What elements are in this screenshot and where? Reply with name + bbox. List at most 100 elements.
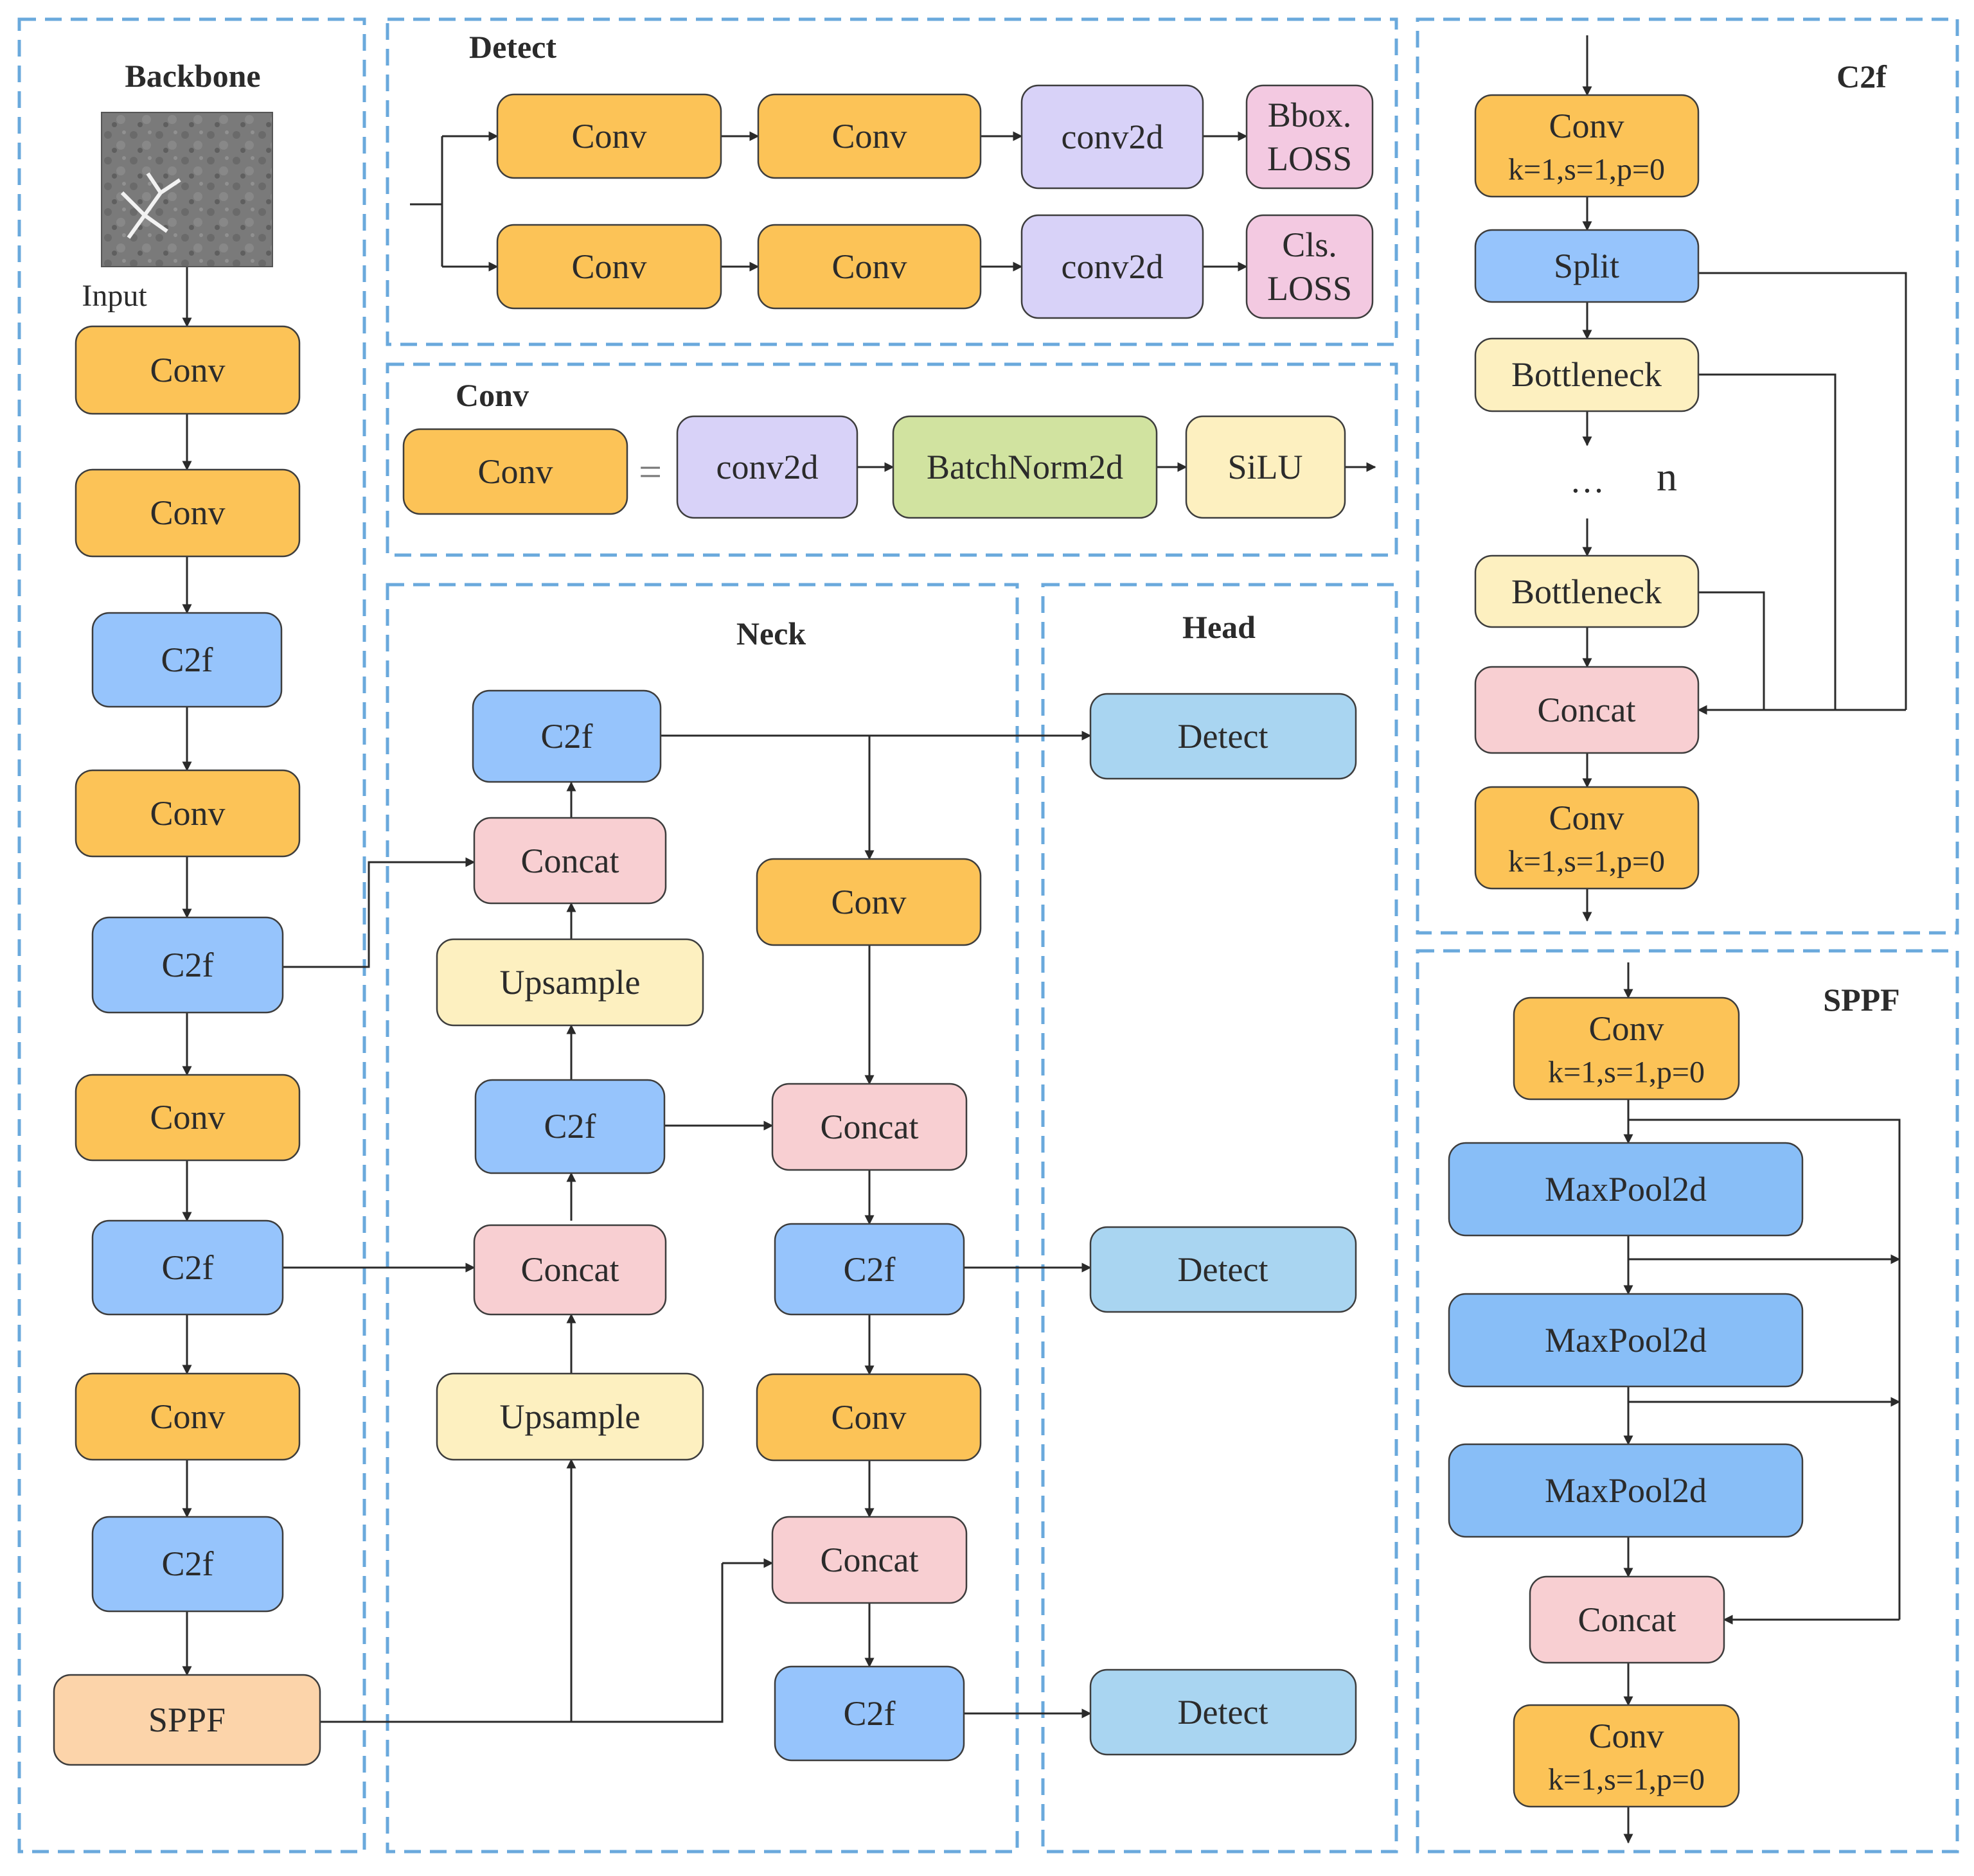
conv-block: Conv = conv2d BatchNorm2d SiLU — [402, 415, 1346, 519]
conv-title: Conv — [456, 377, 529, 413]
neck-c2f-mid-label: C2f — [544, 1107, 596, 1146]
conv-block-equals: = — [639, 449, 662, 495]
neck-concat-right-lower — [771, 1516, 968, 1604]
neck-c2f-mid — [474, 1079, 666, 1174]
c2f-split-label: Split — [1554, 247, 1619, 285]
backbone-title: Backbone — [125, 58, 260, 94]
c2f-concat-label: Concat — [1538, 691, 1636, 729]
conv-block-silu — [1185, 415, 1346, 519]
sppf-maxpool-2 — [1448, 1293, 1804, 1388]
detect-conv-2a — [496, 224, 722, 310]
input-image — [101, 112, 273, 267]
sppf-block: Conv k=1,s=1,p=0 MaxPool2d MaxPool2d Max… — [1448, 996, 1804, 1808]
c2f-bottleneck-1-label: Bottleneck — [1511, 355, 1662, 394]
neck-upsample-upper-label: Upsample — [500, 963, 641, 1002]
backbone-sppf — [53, 1674, 321, 1766]
conv-block-lhs — [402, 428, 628, 515]
c2f-conv-bottom-label: Conv — [1549, 799, 1624, 837]
backbone-c2f-2 — [91, 916, 284, 1014]
neck-upsample-lower-label: Upsample — [500, 1397, 641, 1436]
neck-c2f-right-mid — [774, 1223, 965, 1316]
c2f-ellipsis: … — [1570, 461, 1605, 500]
sppf-maxpool-3 — [1448, 1443, 1804, 1538]
sppf-title: SPPF — [1823, 982, 1899, 1018]
backbone-c2f-1 — [91, 612, 283, 708]
neck-conv-lower — [756, 1373, 982, 1462]
cls-loss-label-1: Cls. — [1282, 226, 1337, 264]
neck-c2f-right-mid-label: C2f — [844, 1250, 896, 1289]
backbone-column: Input Conv Conv C2f Conv C2f Conv C2f Co… — [53, 112, 321, 1766]
neck-concat-upper — [473, 817, 667, 905]
detect-conv-1b-label: Conv — [831, 117, 907, 155]
detect-conv-2a-label: Conv — [571, 247, 646, 286]
sppf-concat-label: Concat — [1578, 1600, 1676, 1639]
neck-concat-right-upper — [771, 1083, 968, 1171]
conv-block-silu-label: SiLU — [1227, 448, 1303, 486]
input-image-crystal — [120, 172, 181, 239]
backbone-conv-3 — [75, 769, 301, 858]
bbox-loss-label-2: LOSS — [1267, 139, 1352, 178]
head-detect-3-label: Detect — [1178, 1693, 1268, 1731]
backbone-conv-4-label: Conv — [150, 1098, 225, 1137]
bbox-loss-label-1: Bbox. — [1268, 96, 1352, 134]
detect-title: Detect — [469, 29, 556, 65]
head-column: Detect Detect Detect — [1089, 693, 1357, 1756]
detect-conv-2b-label: Conv — [831, 247, 907, 286]
backbone-conv-2 — [75, 468, 301, 558]
c2f-repeat-n: n — [1657, 454, 1677, 500]
detect-block: Conv Conv conv2d Bbox. LOSS Conv Conv co… — [496, 84, 1374, 319]
detect-conv2d-2 — [1020, 214, 1204, 319]
conv-block-batchnorm — [892, 415, 1158, 519]
sppf-maxpool-2-label: MaxPool2d — [1545, 1321, 1707, 1359]
c2f-conv-top-params: k=1,s=1,p=0 — [1508, 153, 1665, 187]
head-detect-1 — [1089, 693, 1357, 780]
sppf-conv-bottom — [1513, 1704, 1740, 1808]
backbone-conv-5 — [75, 1372, 301, 1461]
bbox-loss — [1245, 84, 1374, 190]
sppf-conv-top-params: k=1,s=1,p=0 — [1548, 1056, 1705, 1090]
backbone-conv-3-label: Conv — [150, 794, 225, 833]
sppf-region — [1416, 949, 1959, 1854]
sppf-conv-top — [1513, 996, 1740, 1101]
sppf-maxpool-1-label: MaxPool2d — [1545, 1170, 1707, 1208]
c2f-region — [1416, 17, 1959, 935]
c2f-concat — [1474, 666, 1700, 754]
backbone-conv-4 — [75, 1074, 301, 1162]
head-detect-3 — [1089, 1668, 1357, 1756]
cls-loss-label-2: LOSS — [1267, 269, 1352, 308]
detect-conv-1a — [496, 93, 722, 179]
detect-conv-2b — [757, 224, 982, 310]
neck-conv-upper — [756, 858, 982, 946]
conv-block-conv2d-label: conv2d — [716, 448, 819, 486]
sppf-maxpool-1 — [1448, 1142, 1804, 1237]
cls-loss — [1245, 214, 1374, 319]
head-region — [1041, 583, 1398, 1854]
neck-c2f-right-bottom-label: C2f — [844, 1694, 896, 1733]
backbone-c2f-4-label: C2f — [162, 1544, 214, 1583]
neck-concat-lower-label: Concat — [521, 1250, 619, 1289]
detect-conv2d-1-label: conv2d — [1062, 118, 1164, 156]
c2f-conv-top-label: Conv — [1549, 107, 1624, 145]
detect-conv-1b — [757, 93, 982, 179]
conv-block-conv2d — [676, 415, 858, 519]
backbone-sppf-label: SPPF — [148, 1701, 226, 1739]
detect-region — [386, 17, 1398, 346]
neck-concat-upper-label: Concat — [521, 842, 619, 880]
backbone-conv-5-label: Conv — [150, 1397, 225, 1436]
neck-concat-lower — [473, 1224, 667, 1316]
sppf-conv-bottom-params: k=1,s=1,p=0 — [1548, 1763, 1705, 1797]
neck-conv-lower-label: Conv — [831, 1398, 906, 1437]
connectors — [182, 35, 1907, 1844]
backbone-conv-2-label: Conv — [150, 493, 225, 532]
neck-concat-right-upper-label: Concat — [821, 1108, 919, 1146]
backbone-c2f-2-label: C2f — [162, 946, 214, 984]
neck-title: Neck — [736, 615, 806, 651]
backbone-conv-1-label: Conv — [150, 351, 225, 389]
c2f-split — [1474, 229, 1700, 303]
c2f-conv-bottom-params: k=1,s=1,p=0 — [1508, 845, 1665, 879]
c2f-bottleneck-1 — [1474, 337, 1700, 412]
c2f-conv-bottom — [1474, 786, 1700, 890]
c2f-title: C2f — [1836, 58, 1887, 94]
sppf-conv-bottom-label: Conv — [1588, 1717, 1664, 1755]
